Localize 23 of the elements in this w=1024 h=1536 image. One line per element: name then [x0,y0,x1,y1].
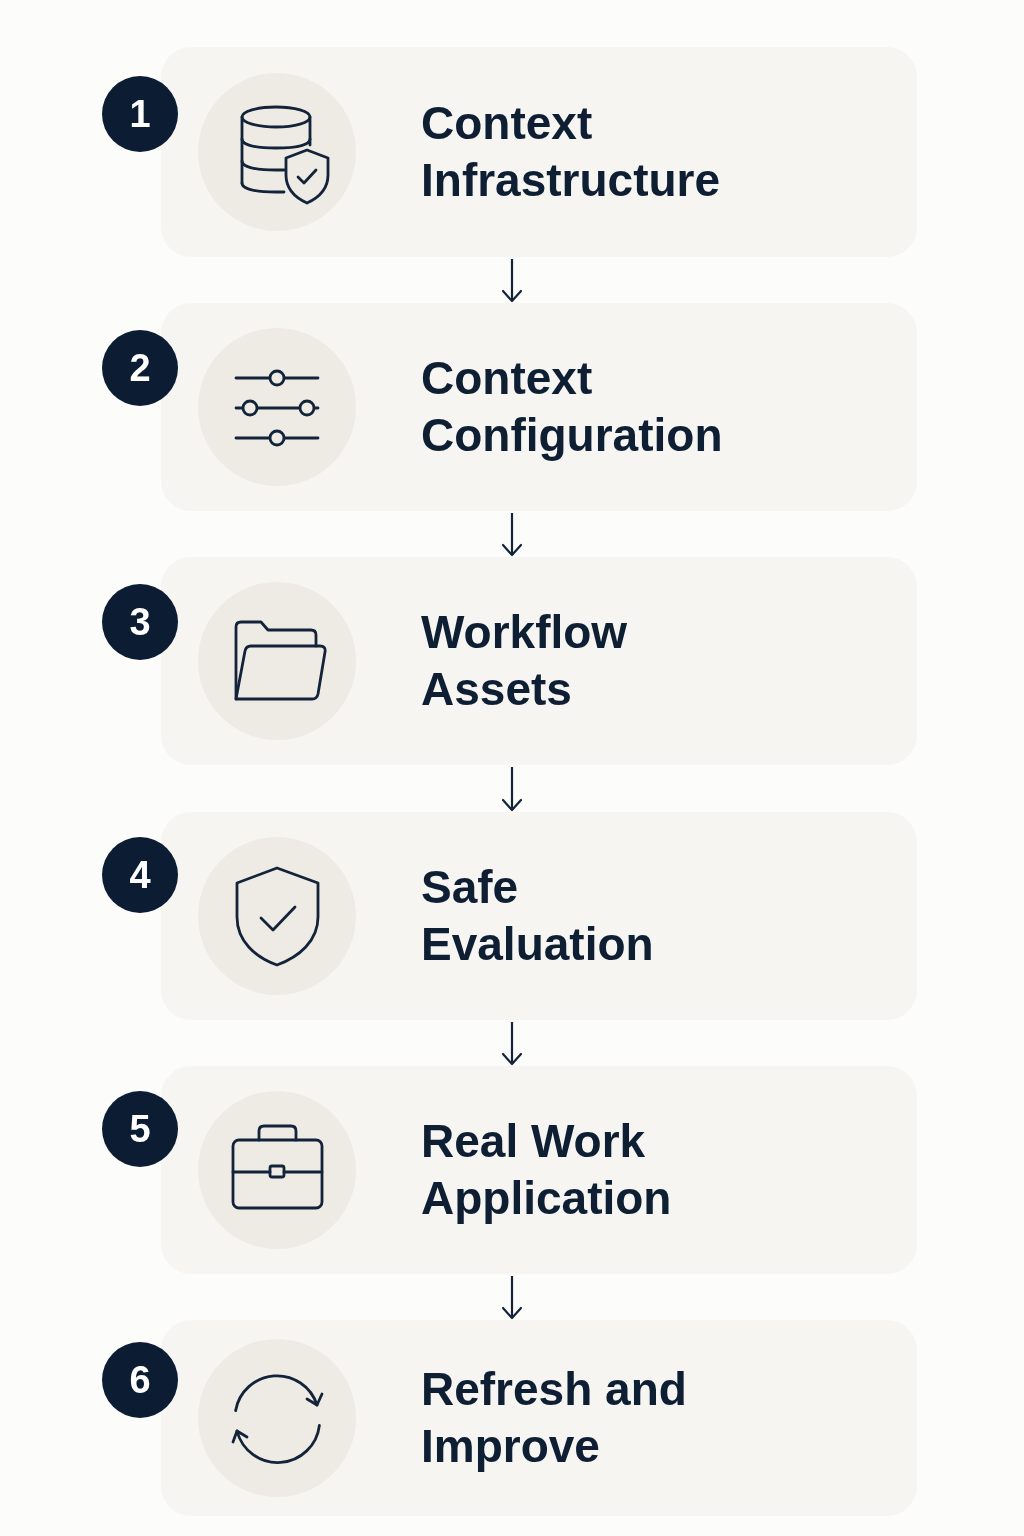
arrow [501,1276,523,1320]
step-card [161,812,917,1020]
arrow [501,767,523,812]
step-card [161,303,917,511]
step-title: Real Work Application [421,1114,673,1226]
step-number: 3 [129,603,151,641]
step-card [161,1320,917,1516]
step-card [161,47,917,257]
step-number: 2 [129,349,151,387]
step-number: 1 [129,95,151,133]
arrow [501,259,523,303]
step-number: 5 [129,1110,151,1148]
step-card [161,1066,917,1274]
step-title: Workflow Assets [421,605,629,717]
arrow [501,513,523,557]
step-title: Context Infrastructure [421,96,722,208]
step-title: Safe Evaluation [421,860,655,972]
step-card [161,557,917,765]
step-number: 4 [129,856,151,894]
step-number: 6 [129,1361,151,1399]
arrow [501,1022,523,1066]
step-title: Refresh and Improve [421,1362,688,1474]
step-title: Context Configuration [421,351,724,463]
